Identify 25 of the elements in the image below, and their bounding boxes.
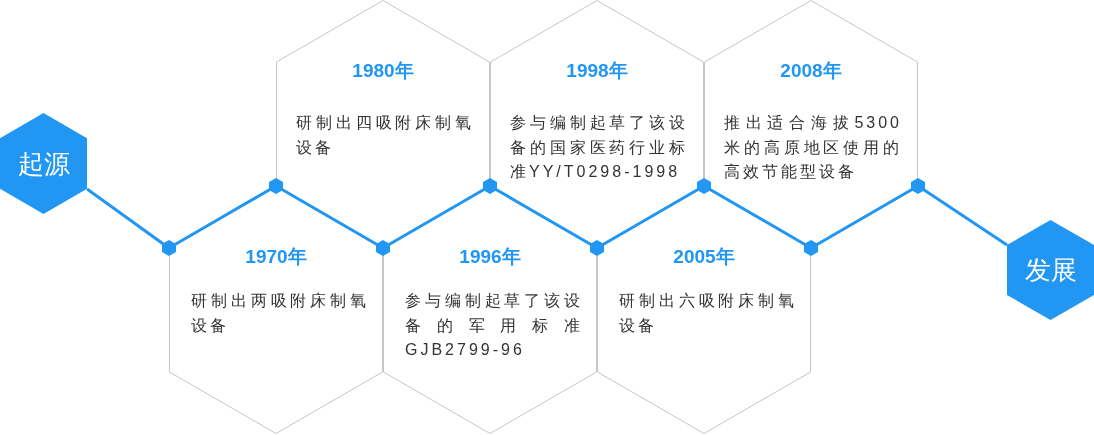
connector-line: [174, 188, 271, 246]
event-description: 研制出六吸附床制氧设备: [619, 291, 797, 336]
hexagon-badge: [1007, 220, 1094, 320]
event-description: 参与编制起草了该设备的军用标准GJB2799-96: [405, 291, 583, 360]
connector-line: [602, 188, 699, 246]
event-description: 参与编制起草了该设备的国家医药行业标准YY/T0298-1998: [510, 113, 688, 182]
year-heading: 1970年: [245, 245, 307, 269]
event-description: 研制出四吸附床制氧设备: [296, 113, 474, 158]
year-heading: 1980年: [352, 59, 414, 83]
year-heading: 2005年: [673, 245, 735, 269]
connector-line: [281, 188, 378, 246]
connector-line: [388, 188, 485, 246]
connector-line: [495, 188, 592, 246]
stage-label: 起源: [17, 147, 70, 180]
event-description: 研制出两吸附床制氧设备: [191, 291, 369, 336]
connector-line: [86, 187, 165, 246]
connector-line: [709, 188, 806, 246]
hexagon-badge: [0, 113, 87, 214]
connector-line: [816, 188, 913, 246]
year-heading: 1996年: [459, 245, 521, 269]
year-heading: 2008年: [780, 59, 842, 83]
connector-line: [923, 188, 1008, 247]
stage-label: 发展: [1024, 254, 1077, 286]
event-description: 推出适合海拔5300米的高原地区使用的高效节能型设备: [724, 113, 902, 182]
year-heading: 1998年: [566, 59, 628, 83]
